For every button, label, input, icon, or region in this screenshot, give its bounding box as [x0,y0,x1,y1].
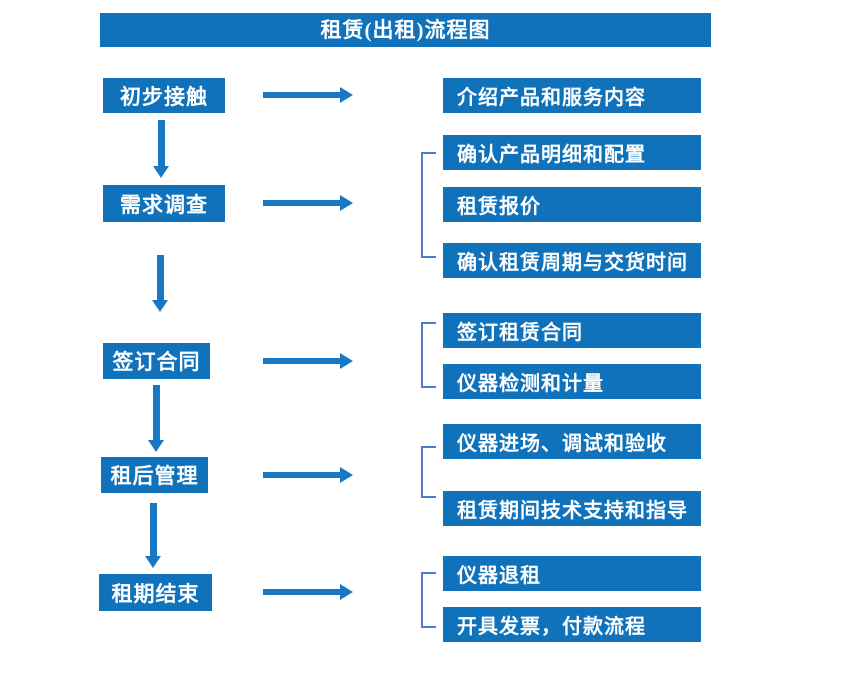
arrow-head [340,195,353,211]
output-box-sign-rental-contract: 签订租赁合同 [443,313,701,348]
group-bracket-icon [421,446,436,498]
arrow-head [340,87,353,103]
arrow-down-icon [147,385,165,452]
arrow-head [340,353,353,369]
output-box-confirm-rental-period: 确认租赁周期与交货时间 [443,243,701,278]
arrow-shaft [263,589,340,595]
output-box-technical-support: 租赁期间技术支持和指导 [443,491,701,526]
output-box-instrument-testing: 仪器检测和计量 [443,364,701,399]
arrow-head [340,467,353,483]
arrow-shaft [157,120,165,166]
arrow-right-icon [263,195,353,212]
arrow-head [340,584,353,600]
arrow-shaft [149,503,157,556]
arrow-right-icon [263,584,353,601]
arrow-down-icon [151,255,169,312]
arrow-down-icon [144,503,162,568]
step-box-initial-contact: 初步接触 [103,78,225,113]
arrow-shaft [263,472,340,478]
arrow-head [151,300,168,312]
arrow-shaft [156,255,164,300]
step-box-post-rental-management: 租后管理 [101,457,208,493]
output-box-introduce-products-services: 介绍产品和服务内容 [443,78,701,113]
output-box-instrument-setup-acceptance: 仪器进场、调试和验收 [443,424,701,459]
output-box-instrument-return: 仪器退租 [443,556,701,591]
arrow-down-icon [152,120,170,178]
arrow-head [152,166,169,178]
page-title: 租赁(出租)流程图 [100,13,711,47]
arrow-shaft [263,358,340,364]
step-box-sign-contract: 签订合同 [103,343,210,379]
arrow-shaft [152,385,160,440]
group-bracket-icon [421,152,436,258]
group-bracket-icon [421,322,436,388]
arrow-shaft [263,200,340,206]
arrow-right-icon [263,87,353,104]
output-box-invoice-payment: 开具发票，付款流程 [443,607,701,642]
step-box-demand-survey: 需求调查 [103,185,225,222]
step-box-rental-end: 租期结束 [99,574,212,611]
arrow-head [147,440,164,452]
arrow-shaft [263,92,340,98]
group-bracket-icon [421,572,436,628]
arrow-head [144,556,161,568]
arrow-right-icon [263,467,353,484]
arrow-right-icon [263,353,353,370]
output-box-rental-quotation: 租赁报价 [443,187,701,222]
output-box-confirm-product-details: 确认产品明细和配置 [443,135,701,170]
